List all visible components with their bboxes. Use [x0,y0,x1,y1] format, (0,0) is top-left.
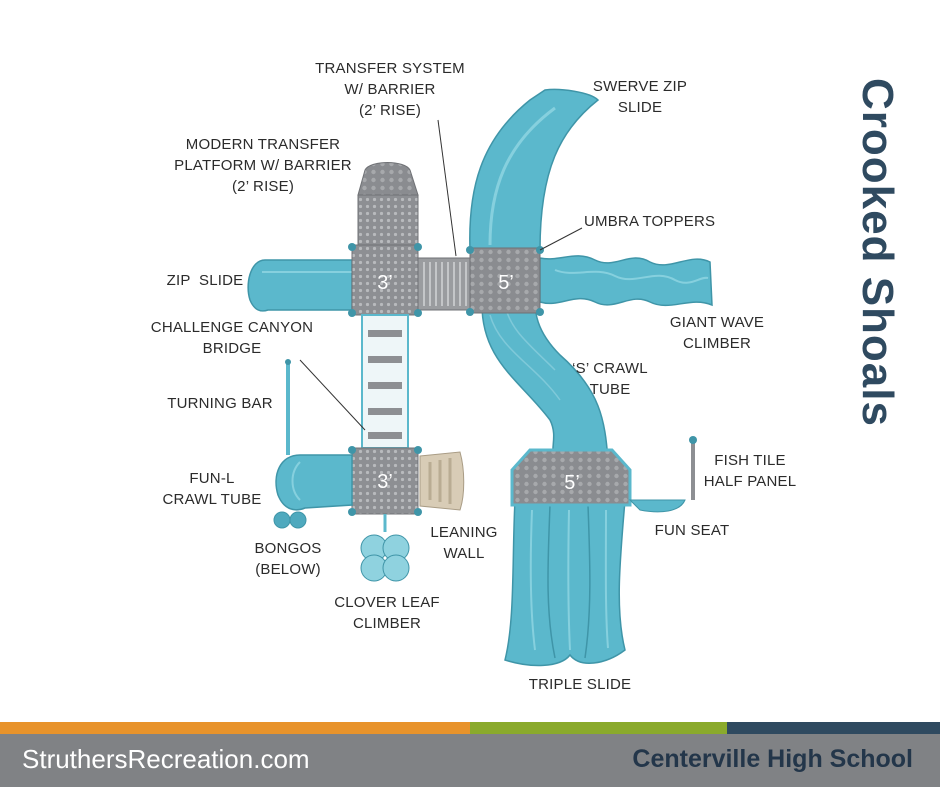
label-triple-slide: TRIPLE SLIDE [528,676,632,693]
fish-panel-cap [689,436,697,444]
label-leaning-wall: LEANING WALL [430,524,498,562]
fun-l-crawl-tube [275,454,353,511]
page-title: Crooked Shoals [853,78,902,427]
deck-height-right-lower: 5’ [564,472,580,494]
leader-lines [299,119,583,431]
umbra-topper [466,308,474,316]
transfer-system [417,257,471,311]
zip-slide [247,259,353,312]
label-clover-leaf-climber: CLOVER LEAF CLIMBER [334,594,440,632]
turning-bar-cap [285,359,291,365]
transfer-system-steps [423,262,467,306]
umbra-topper [348,309,356,317]
label-giant-wave-climber: GIANT WAVE CLIMBER [669,314,765,352]
stripe-navy [727,722,940,734]
swerve-zip-slide [469,88,600,251]
giant-wave-climber [539,255,713,307]
triple-slide-highlights [529,509,609,651]
deck-height-left-upper: 3’ [377,272,393,294]
post-cap [414,446,422,454]
umbra-topper [466,246,474,254]
label-fish-tile-half-panel: FISH TILE HALF PANEL [703,452,797,490]
leaning-wall-grips [428,458,452,504]
deck-right-lower [510,448,632,507]
swerve-zip-slide-edge [488,106,556,246]
triple-slide [504,499,626,667]
post-cap [414,508,422,516]
deck-left-lower [351,447,419,515]
label-s-crawl-tube: ‘S’ CRAWL TUBE [572,360,648,398]
footer-bar: StruthersRecreation.com Centerville High… [0,734,940,787]
label-zip-slide: ZIP SLIDE [166,272,244,289]
modern-transfer-platform [357,162,419,196]
umbra-topper [536,308,544,316]
leaning-wall [419,451,465,511]
deck-height-right-upper: 5’ [498,272,514,294]
bongo [289,511,307,529]
label-fun-seat: FUN SEAT [654,522,730,539]
crawl-tube-highlight [291,461,301,501]
umbra-topper [414,309,422,317]
color-stripe [0,722,940,734]
footer-website[interactable]: StruthersRecreation.com [22,744,310,774]
triple-slide-lanes [547,504,591,659]
fun-seat [628,499,686,513]
label-umbra-toppers: UMBRA TOPPERS [584,213,716,230]
label-turning-bar: TURNING BAR [167,395,273,412]
label-modern-transfer-platform: MODERN TRANSFER PLATFORM W/ BARRIER (2’ … [174,136,352,195]
label-challenge-canyon-bridge: CHALLENGE CANYON BRIDGE [150,319,314,357]
deck-right-upper [469,247,541,314]
clover-leaf-climber [360,514,410,582]
post-cap [348,508,356,516]
wave-climber-highlight [554,269,709,284]
stripe-green [470,722,727,734]
footer-school-name: Centerville High School [632,745,913,773]
post-cap [348,446,356,454]
deck-height-left-lower: 3’ [377,471,393,493]
playground-diagram: 3’ 5’ 3’ 5’ [247,88,713,667]
umbra-topper [414,243,422,251]
stripe-orange [0,722,470,734]
umbra-topper [348,243,356,251]
label-bongos: BONGOS (BELOW) [254,540,322,578]
bongo [273,511,291,529]
transfer-step-upper [357,194,419,246]
challenge-canyon-bridge [361,314,409,449]
label-swerve-zip-slide: SWERVE ZIP SLIDE [592,78,688,116]
label-transfer-system: TRANSFER SYSTEM W/ BARRIER (2’ RISE) [315,60,465,119]
label-fun-l-crawl-tube: FUN-L CRAWL TUBE [162,470,262,508]
